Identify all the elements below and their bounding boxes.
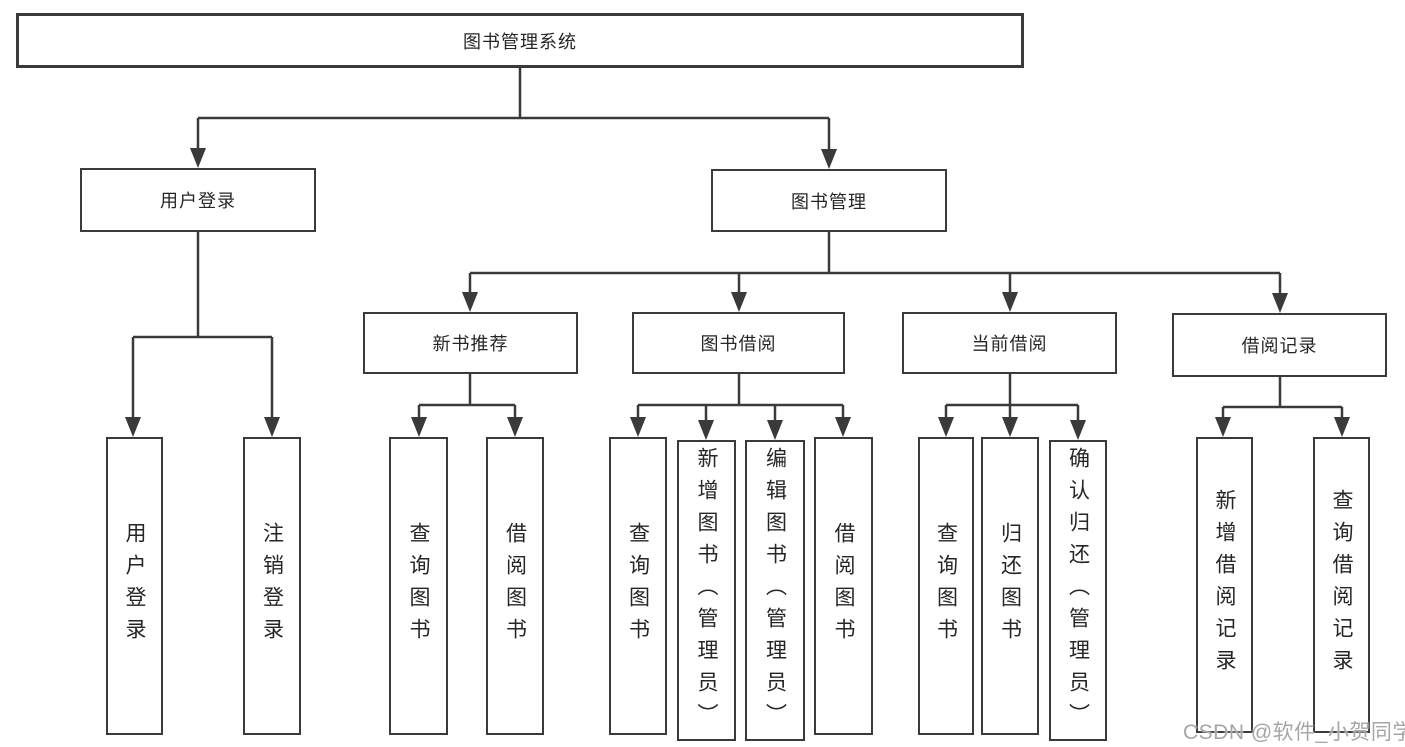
node-book-management: 图书管理	[711, 169, 947, 232]
leaf-cb-return-book: 归还图书	[981, 437, 1039, 735]
node-label: 图书借阅	[700, 334, 777, 354]
node-label: 图书管理系统	[463, 31, 577, 52]
connector-lines	[131, 68, 1344, 422]
node-label: 新书推荐	[432, 334, 509, 354]
node-root: 图书管理系统	[16, 13, 1024, 68]
node-label: 借阅图书	[832, 522, 855, 650]
leaf-bb-query-book: 查询图书	[609, 437, 667, 735]
leaf-br-add-record: 新增借阅记录	[1196, 437, 1253, 733]
csdn-watermark: CSDN @软件_小贺同学	[1183, 721, 1405, 744]
node-user-login: 用户登录	[80, 168, 316, 232]
leaf-bb-edit-book-admin: 编辑图书（管理员）	[745, 440, 805, 741]
node-label: 借阅图书	[503, 522, 527, 650]
node-label: 新增图书（管理员）	[695, 446, 718, 735]
node-label: 归还图书	[998, 522, 1022, 650]
node-label: 查询图书	[407, 522, 430, 650]
leaf-cb-query-book: 查询图书	[918, 437, 974, 735]
node-label: 查询借阅记录	[1330, 489, 1353, 681]
leaf-logout: 注销登录	[243, 437, 301, 735]
leaf-nbr-query-book: 查询图书	[389, 437, 448, 735]
node-label: 用户登录	[123, 522, 146, 650]
leaf-br-query-record: 查询借阅记录	[1313, 437, 1370, 733]
leaf-cb-confirm-return-admin: 确认归还（管理员）	[1049, 440, 1107, 741]
node-label: 注销登录	[260, 522, 284, 650]
node-label: 借阅记录	[1241, 336, 1318, 356]
node-label: 图书管理	[791, 191, 867, 212]
node-label: 查询图书	[626, 522, 650, 650]
leaf-bb-add-book-admin: 新增图书（管理员）	[677, 440, 736, 741]
node-book-borrow: 图书借阅	[632, 312, 845, 374]
leaf-bb-borrow-book: 借阅图书	[814, 437, 873, 735]
node-current-borrow: 当前借阅	[902, 312, 1117, 374]
node-label: 确认归还（管理员）	[1066, 446, 1090, 735]
arrowheads	[125, 148, 1350, 440]
node-label: 当前借阅	[971, 334, 1048, 354]
node-label: 新增借阅记录	[1213, 489, 1236, 681]
node-new-book-recommend: 新书推荐	[363, 312, 578, 374]
node-label: 编辑图书（管理员）	[763, 446, 787, 735]
leaf-nbr-borrow-book: 借阅图书	[486, 437, 544, 735]
node-label: 查询图书	[934, 522, 958, 650]
node-borrow-record: 借阅记录	[1172, 313, 1387, 377]
node-label: 用户登录	[160, 191, 236, 211]
leaf-user-login: 用户登录	[106, 437, 163, 735]
